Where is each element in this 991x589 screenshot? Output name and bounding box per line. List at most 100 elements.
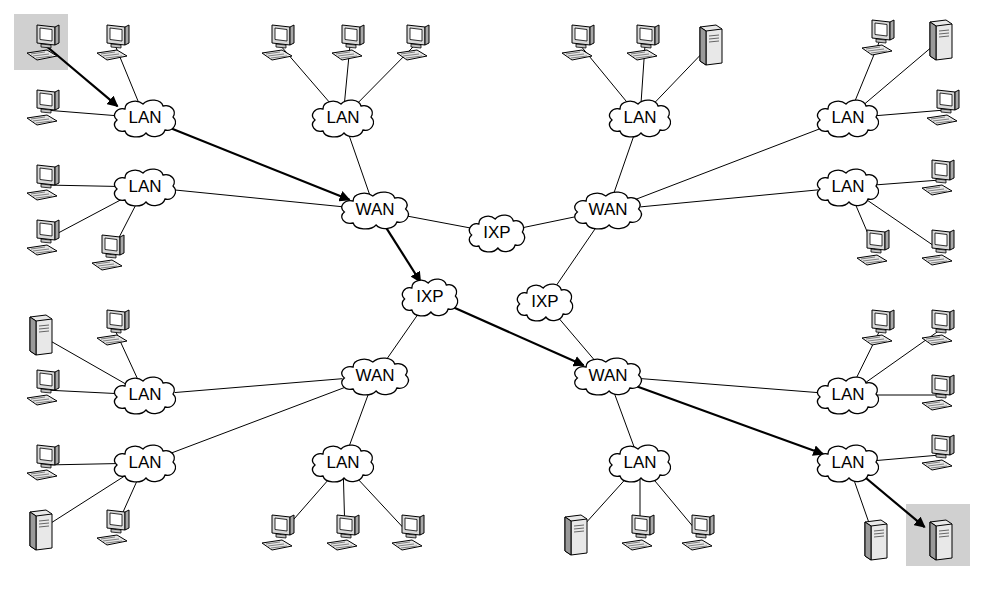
cloud-shape [575,192,642,229]
network-label: IXP [416,287,443,307]
network-cloud: LAN [113,444,177,482]
network-cloud: WAN [573,191,643,229]
server-icon [565,515,587,555]
network-label: IXP [531,292,558,312]
network-link [613,134,634,194]
traffic-arrow [634,386,823,454]
network-link [348,134,369,194]
network-link [640,190,818,207]
network-label: LAN [128,177,161,197]
network-label: LAN [831,177,864,197]
network-cloud: LAN [113,168,177,206]
network-link [634,127,824,200]
cloud-shape [610,445,671,482]
network-link [641,379,819,393]
network-cloud: LAN [816,168,880,206]
highlight-box [14,14,68,70]
computer-icon [622,515,654,550]
network-label: LAN [831,453,864,473]
computer-icon [27,25,59,60]
computer-icon [862,310,894,345]
network-label: WAN [588,200,627,220]
computer-icon [27,445,59,480]
computer-icon [262,515,294,550]
computer-icon [922,310,954,345]
network-cloud: WAN [340,191,410,229]
server-icon [700,25,722,65]
computer-icon [97,25,129,60]
network-cloud: LAN [608,99,672,137]
network-link [174,190,342,207]
network-label: LAN [831,108,864,128]
network-cloud: WAN [573,357,643,395]
cloud-shape [575,358,642,395]
network-link [349,392,369,448]
highlight-box [906,504,970,566]
network-label: LAN [128,453,161,473]
network-cloud: LAN [816,99,880,137]
server-icon [30,510,52,550]
network-link [614,392,634,448]
cloud-shape [342,358,409,395]
server-icon [930,520,952,560]
cloud-shape [610,100,671,137]
computer-icon [392,515,424,550]
cloud-shape [313,100,374,137]
network-cloud: LAN [311,99,375,137]
network-link [522,216,577,227]
computer-icon [562,25,594,60]
network-label: LAN [128,385,161,405]
computer-icon [857,230,889,265]
computer-icon [682,515,714,550]
network-link [386,312,420,361]
network-label: LAN [128,108,161,128]
network-cloud: LAN [816,376,880,414]
network-link [557,316,595,361]
network-link [406,216,472,228]
computer-icon [97,510,129,545]
computer-icon [92,235,124,270]
server-icon [930,20,952,60]
computer-icon [327,515,359,550]
network-cloud: WAN [340,357,410,395]
network-cloud: IXP [468,214,526,252]
network-label: LAN [326,453,359,473]
computer-icon [27,370,59,405]
network-cloud: LAN [816,444,880,482]
cloud-shape [818,100,879,137]
network-cloud: LAN [113,376,177,414]
network-label: WAN [355,366,394,386]
network-cloud: LAN [608,444,672,482]
computer-icon [27,220,59,255]
computer-icon [332,25,364,60]
cloud-shape [115,377,176,414]
cloud-shape [818,445,879,482]
cloud-shape [818,169,879,206]
network-label: WAN [588,366,627,386]
computer-icon [627,25,659,60]
cloud-shape [517,284,572,321]
network-cloud: IXP [516,283,574,321]
server-icon [30,315,52,355]
traffic-arrow [452,307,584,366]
network-cloud: LAN [113,99,177,137]
network-link [175,379,343,393]
network-label: IXP [483,223,510,243]
computer-icon [27,165,59,200]
cloud-shape [115,445,176,482]
computer-icon [922,435,954,470]
network-label: LAN [623,108,656,128]
cloud-shape [313,445,374,482]
cloud-shape [818,377,879,414]
computer-icon [397,25,429,60]
traffic-arrow [169,128,350,200]
cloud-shape [402,279,457,316]
network-link [169,386,349,454]
computer-icon [27,90,59,125]
computer-icon [922,375,954,410]
computer-icon [922,230,954,265]
cloud-shape [115,169,176,206]
network-label: LAN [831,385,864,405]
network-cloud: LAN [311,444,375,482]
